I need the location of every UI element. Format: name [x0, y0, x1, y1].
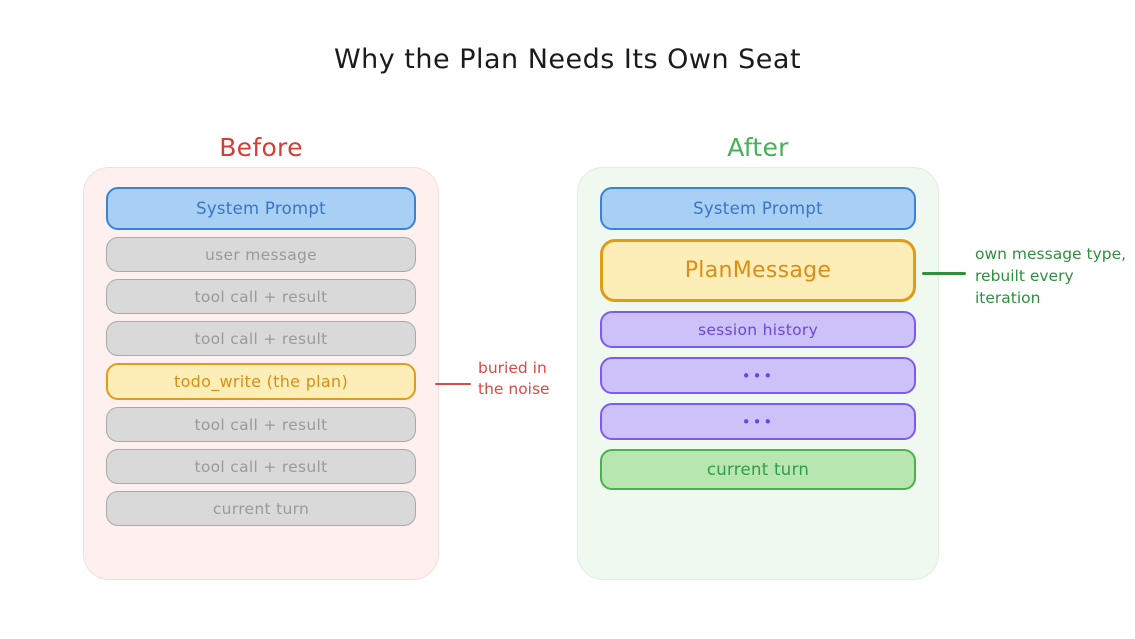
callout-after-line-1: own message type,	[975, 245, 1127, 263]
before-row-label: tool call + result	[194, 415, 328, 434]
before-row-3[interactable]: tool call + result	[106, 321, 416, 356]
before-row-label: current turn	[212, 499, 310, 518]
before-row-label: todo_write (the plan)	[174, 372, 348, 391]
panel-before: System Prompt user message tool call + res…	[83, 167, 439, 580]
after-row-4[interactable]: •••	[600, 403, 916, 440]
before-row-1[interactable]: user message	[106, 237, 416, 272]
after-row-label: session history	[697, 320, 819, 339]
callout-after: own message type, rebuilt every iteratio…	[975, 243, 1127, 309]
message-stack-before: System Prompt user message tool call + res…	[106, 187, 416, 526]
after-row-label: PlanMessage	[684, 258, 832, 283]
after-row-3[interactable]: •••	[600, 357, 916, 394]
after-row-label: current turn	[706, 460, 810, 479]
before-row-label: tool call + result	[194, 287, 328, 306]
callout-connector-before	[435, 383, 471, 386]
before-row-label: tool call + result	[194, 457, 328, 476]
callout-before-line-1: buried in	[478, 359, 547, 377]
before-row-2[interactable]: tool call + result	[106, 279, 416, 314]
before-row-7[interactable]: current turn	[106, 491, 416, 526]
after-row-label: System Prompt	[693, 199, 823, 218]
column-heading-after: After	[727, 133, 789, 162]
before-row-label: user message	[205, 245, 317, 264]
callout-connector-after	[922, 272, 966, 275]
callout-after-line-2: rebuilt every	[975, 267, 1074, 285]
after-row-label: •••	[741, 366, 775, 385]
after-row-1[interactable]: PlanMessage	[600, 239, 916, 302]
before-row-6[interactable]: tool call + result	[106, 449, 416, 484]
callout-after-line-3: iteration	[975, 289, 1041, 307]
after-row-0[interactable]: System Prompt	[600, 187, 916, 230]
before-row-label: System Prompt	[196, 199, 326, 218]
callout-before: buried in the noise	[478, 358, 593, 400]
callout-before-line-2: the noise	[478, 380, 550, 398]
before-row-5[interactable]: tool call + result	[106, 407, 416, 442]
before-row-4[interactable]: todo_write (the plan)	[106, 363, 416, 400]
page-title: Why the Plan Needs Its Own Seat	[333, 44, 802, 75]
column-heading-before: Before	[219, 133, 303, 162]
after-row-label: •••	[741, 412, 775, 431]
after-row-2[interactable]: session history	[600, 311, 916, 348]
after-row-5[interactable]: current turn	[600, 449, 916, 490]
before-row-0[interactable]: System Prompt	[106, 187, 416, 230]
before-row-label: tool call + result	[194, 329, 328, 348]
